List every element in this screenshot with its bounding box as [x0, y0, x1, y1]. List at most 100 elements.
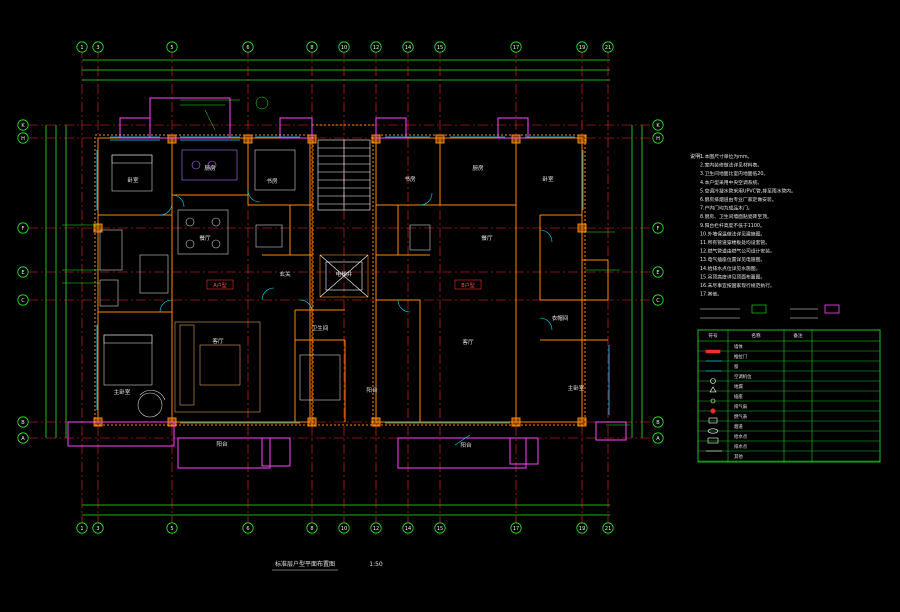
legend-row-name: 窗: [734, 363, 739, 370]
grid-bubble-label: 5: [170, 526, 173, 532]
note-item: 13.电气插座位置详见电施图。: [700, 256, 765, 263]
grid-bubble-label: A: [656, 436, 660, 442]
grid-bubble: E: [652, 266, 664, 278]
room-label-foyer: 玄关: [279, 270, 291, 278]
grid-bubble-label: 14: [405, 526, 411, 532]
grid-bubble-label: A: [21, 436, 25, 442]
grid-bubble: 15: [434, 41, 446, 53]
grid-bubble: B: [652, 416, 664, 428]
room-label-master: 主卧室: [114, 388, 131, 396]
note-item: 8.厨房、卫生间墙面贴瓷砖至顶。: [700, 213, 772, 220]
legend-header-cell: 名称: [751, 332, 761, 339]
grid-bubble-label: 14: [405, 45, 411, 51]
grid-bubble-label: 12: [373, 45, 379, 51]
legend-row-name: 墙体: [734, 343, 743, 350]
grid-bubble: A: [652, 432, 664, 444]
grid-bubble: 19: [576, 41, 588, 53]
grid-bubble: 14: [402, 41, 414, 53]
grid-bubble-label: F: [22, 226, 25, 232]
note-item: 4.本户型采用中央空调系统。: [700, 179, 762, 186]
grid-bubble: 17: [510, 522, 522, 534]
note-item: 7.户内门均为成品木门。: [700, 205, 753, 212]
note-item: 5.空调冷凝水管采用UPVC管,排至雨水管内。: [700, 187, 796, 194]
notes-heading: 说明: [690, 152, 700, 160]
grid-bubble: 1: [76, 41, 88, 53]
note-item: 2.室内装修做法详见材料表。: [700, 162, 762, 169]
grid-bubble: H: [652, 132, 664, 144]
grid-bubble-label: 6: [246, 45, 249, 51]
room-label-balcony: 阳台: [460, 441, 472, 449]
grid-bubble: F: [17, 222, 29, 234]
dimension-lines: [45, 59, 643, 516]
grid-bubble-label: H: [656, 136, 660, 142]
note-item: 10.外墙保温做法详见建施图。: [700, 230, 765, 237]
drawing-title-text: 标准层户型平面布置图: [275, 560, 335, 568]
legend-row-name: 地漏: [734, 383, 743, 390]
grid-bubble: 1: [76, 522, 88, 534]
grid-bubble: H: [17, 132, 29, 144]
legend-row-name: 烟道: [734, 423, 743, 430]
furniture: [99, 149, 431, 418]
grid-bubble-label: 15: [437, 526, 443, 532]
note-item: 12.燃气管道由燃气公司设计安装。: [700, 248, 775, 255]
grid-bubble: 14: [402, 522, 414, 534]
room-label-r-living: 客厅: [462, 338, 474, 346]
grid-bubble-label: 1: [80, 45, 83, 51]
legend-note-boxes: [700, 304, 840, 319]
grid-bubbles-left: KH F E C B A: [17, 119, 29, 444]
grid-bubble-label: E: [21, 270, 24, 276]
grid-bubble-label: 3: [96, 526, 99, 532]
grid-bubble: 10: [338, 41, 350, 53]
grid-bubble: B: [17, 416, 29, 428]
grid-bubble: 12: [370, 522, 382, 534]
note-item: 11.所有管道穿楼板处均设套管。: [700, 239, 770, 246]
grid-bubble-label: 21: [605, 45, 611, 51]
grid-bubble-label: 15: [437, 45, 443, 51]
grid-bubble-label: 17: [513, 526, 519, 532]
grid-bubble-label: 19: [579, 526, 585, 532]
grid-bubble-label: F: [657, 226, 660, 232]
grid-bubble-label: C: [21, 298, 25, 304]
room-label-r-study: 书房: [404, 175, 416, 183]
room-labels: 卧室厨房书房餐厅客厅主卧室玄关阳台阳台电梯井书房厨房卧室餐厅客厅卫生间衣帽间主卧…: [114, 164, 585, 449]
grid-bubble-label: 17: [513, 45, 519, 51]
note-item: 14.给排水点位详见水施图。: [700, 265, 760, 272]
balconies: [67, 97, 627, 469]
grid-bubble: 8: [306, 522, 318, 534]
room-label-r-bath: 卫生间: [312, 324, 329, 332]
grid-bubble: 6: [242, 41, 254, 53]
grid-bubble: 21: [602, 41, 614, 53]
legend-row-name: 空调机位: [734, 373, 752, 380]
room-label-r-kitchen: 厨房: [472, 164, 484, 172]
grid-bubble: E: [17, 266, 29, 278]
room-label-living: 客厅: [212, 337, 224, 345]
legend-row-name: 排水点: [734, 443, 748, 450]
room-label-r-wardrobe: 衣帽间: [552, 314, 569, 322]
grid-bubble: K: [17, 119, 29, 131]
grid-bubble-label: 21: [605, 526, 611, 532]
grid-bubble: 17: [510, 41, 522, 53]
note-item: 6.厨房排烟道由专业厂家定做安装。: [700, 196, 777, 203]
grid-bubble-label: C: [656, 298, 660, 304]
grid-bubble: 5: [166, 41, 178, 53]
grid-bubble: 21: [602, 522, 614, 534]
grid-bubble: A: [17, 432, 29, 444]
leader-annotations: [62, 96, 630, 426]
grid-bubble-label: 10: [341, 45, 347, 51]
grid-bubble-label: 8: [310, 526, 313, 532]
room-label-r-bed: 卧室: [542, 175, 554, 183]
note-item: 16.未尽事宜按国家现行规范执行。: [700, 282, 775, 289]
grid-bubble: C: [652, 294, 664, 306]
grid-bubble: 8: [306, 41, 318, 53]
note-item: 9.阳台栏杆高度不低于1100。: [700, 222, 765, 229]
grid-bubble-label: 6: [246, 526, 249, 532]
grid-bubble-label: 8: [310, 45, 313, 51]
legend-header-cell: 符号: [708, 332, 718, 339]
legend-table: 符号名称备注墙体推拉门窗空调机位地漏插座排气扇燃气表烟道给水点排水点其他: [697, 329, 881, 463]
grid-bubble-label: 12: [373, 526, 379, 532]
grid-bubble-label: B: [656, 420, 660, 426]
room-label-bed1: 卧室: [127, 176, 139, 184]
grid-bubble: F: [652, 222, 664, 234]
